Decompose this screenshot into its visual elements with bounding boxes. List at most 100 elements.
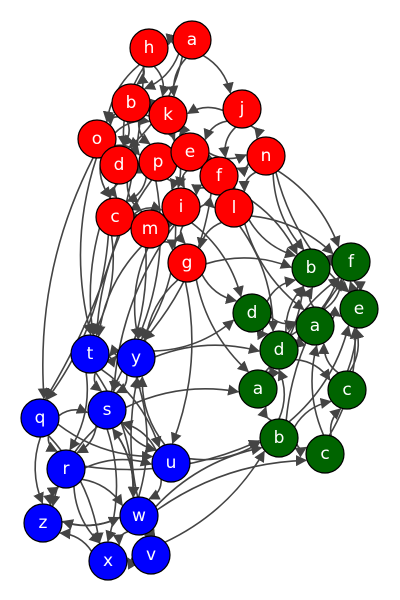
edge-n-to-f	[277, 170, 341, 248]
edge-g-to-y	[141, 279, 179, 342]
node-circle	[327, 370, 367, 410]
node-red-a: a	[172, 20, 212, 60]
node-circle	[20, 398, 60, 438]
node-circle	[199, 156, 239, 196]
node-circle	[167, 243, 207, 283]
node-red-c: c	[95, 197, 135, 237]
edge-n-to-l	[238, 171, 257, 193]
edge-i-to-g	[173, 225, 186, 244]
edge-b-to-f	[285, 279, 345, 421]
node-blue-x: x	[88, 541, 128, 581]
node-red-k: k	[148, 95, 188, 135]
node-circle	[259, 418, 299, 458]
node-circle	[172, 20, 212, 60]
node-label: u	[166, 453, 177, 473]
edge-p-to-i	[166, 177, 181, 191]
node-circle	[111, 83, 151, 123]
edge-l-to-g	[196, 221, 223, 249]
node-red-n: n	[246, 136, 286, 176]
node-label: c	[342, 380, 351, 400]
edge-z-to-r	[46, 486, 60, 506]
node-circle	[170, 132, 210, 172]
edge-m-to-y	[130, 247, 149, 340]
node-blue-w: w	[119, 496, 159, 536]
node-label: b	[274, 428, 285, 448]
edge-g-to-b	[205, 257, 293, 269]
edge-w-to-s	[112, 428, 135, 498]
edge-a-to-e	[328, 305, 342, 320]
node-blue-q: q	[20, 398, 60, 438]
edge-b-to-o	[104, 113, 119, 126]
edge-w-to-b	[155, 444, 263, 508]
node-blue-v: v	[131, 535, 171, 575]
node-circle	[339, 289, 379, 329]
node-circle	[70, 334, 110, 374]
node-red-i: i	[161, 187, 201, 227]
node-label: n	[261, 146, 272, 166]
edge-m-to-t	[94, 245, 143, 338]
edge-s-to-a	[125, 384, 240, 409]
node-red-g: g	[167, 243, 207, 283]
node-label: r	[63, 459, 70, 479]
edge-m-to-s	[110, 247, 147, 392]
node-green-c: c	[327, 370, 367, 410]
node-circle	[246, 136, 286, 176]
node-red-b: b	[111, 83, 151, 123]
node-label: d	[274, 340, 285, 360]
edge-y-to-t	[109, 344, 121, 357]
node-red-l: l	[214, 188, 254, 228]
edge-s-to-x	[105, 428, 118, 543]
edge-x-to-z	[59, 528, 93, 552]
node-label: o	[92, 129, 102, 149]
edge-b-to-c	[294, 443, 308, 458]
edge-j-to-k	[186, 103, 224, 115]
node-label: v	[146, 545, 156, 565]
node-circle	[95, 197, 135, 237]
node-circle	[331, 242, 371, 282]
node-circle	[46, 449, 86, 489]
edge-q-to-x	[47, 434, 104, 545]
edge-l-to-f	[251, 215, 334, 255]
node-circle	[148, 95, 188, 135]
edge-a-to-j	[202, 54, 234, 94]
edge-c-to-t	[92, 235, 115, 336]
edge-j-to-e	[203, 120, 228, 141]
edge-r-to-w	[81, 478, 123, 507]
node-label: a	[253, 379, 263, 399]
node-red-m: m	[130, 209, 170, 249]
edge-d-to-d	[256, 328, 269, 341]
edge-e-to-i	[174, 170, 188, 189]
edge-b-to-c	[293, 397, 332, 428]
node-blue-t: t	[70, 334, 110, 374]
edge-q-to-u	[57, 423, 154, 463]
edge-c-to-a	[318, 342, 339, 374]
edge-b-to-a	[257, 406, 272, 422]
node-label: m	[142, 219, 159, 239]
edge-w-to-y	[134, 376, 148, 498]
node-label: j	[239, 99, 245, 119]
node-label: f	[216, 166, 223, 186]
node-circle	[214, 188, 254, 228]
edge-q-to-s	[58, 403, 89, 417]
node-label: a	[187, 30, 197, 50]
node-label: i	[179, 197, 184, 217]
node-label: c	[110, 207, 119, 227]
node-label: d	[114, 155, 125, 175]
node-label: l	[232, 198, 237, 218]
node-green-c: c	[305, 434, 345, 474]
node-circle	[222, 89, 262, 129]
node-circle	[161, 187, 201, 227]
node-circle	[291, 248, 331, 288]
edge-v-to-b	[164, 450, 265, 543]
edge-b-to-e	[288, 324, 352, 423]
node-label: k	[163, 105, 173, 125]
edge-d-to-b	[266, 276, 297, 302]
edge-t-to-s	[89, 371, 103, 392]
node-green-b: b	[291, 248, 331, 288]
node-red-o: o	[77, 119, 117, 159]
node-red-d: d	[99, 145, 139, 185]
edge-i-to-y	[141, 225, 177, 340]
node-label: e	[185, 142, 195, 162]
